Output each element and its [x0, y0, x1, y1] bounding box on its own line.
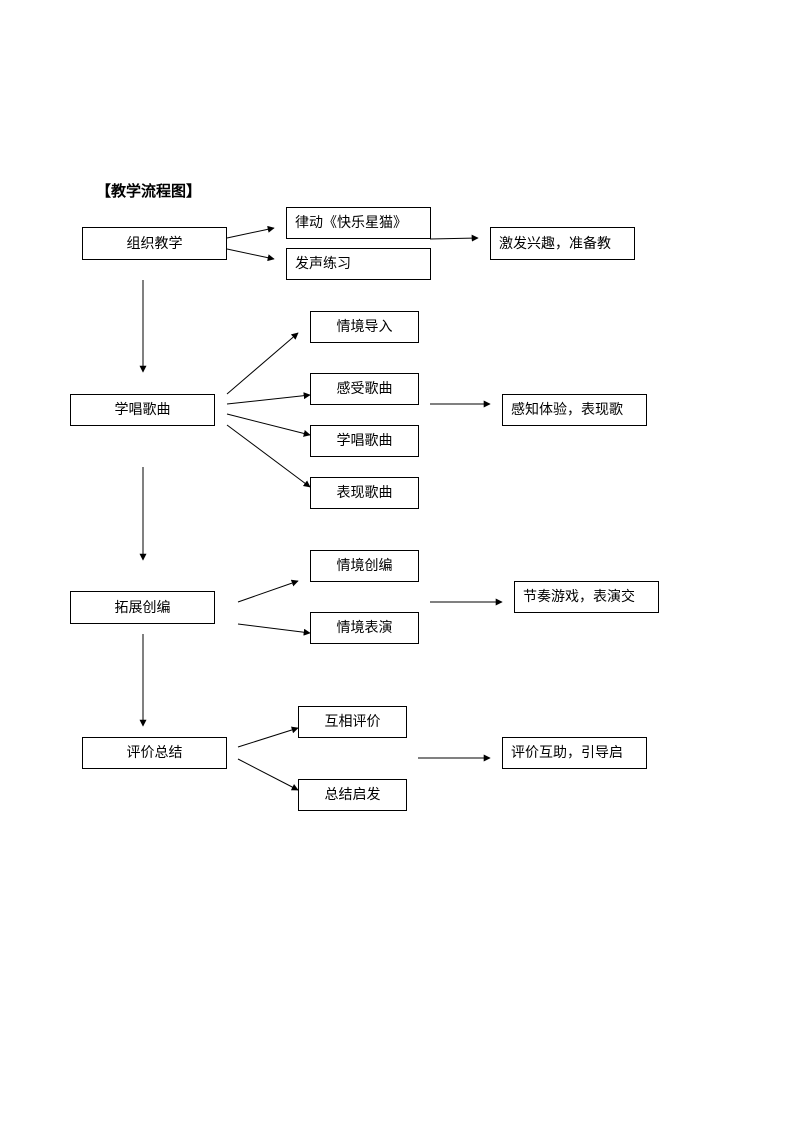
node-goal-rhythm-game: 节奏游戏，表演交: [514, 581, 659, 613]
node-goal-interest: 激发兴趣，准备教: [490, 227, 635, 260]
node-label: 律动《快乐星猫》: [295, 215, 407, 231]
node-evaluate-summary: 评价总结: [82, 737, 227, 769]
edge-main2-sub2b: [226, 392, 311, 405]
edge-sub1-goal1: [429, 234, 479, 242]
edge-main2-sub2c: [226, 413, 311, 437]
node-label: 激发兴趣，准备教: [499, 235, 611, 252]
node-situation-perform: 情境表演: [310, 612, 419, 644]
node-vocal-practice: 发声练习: [286, 248, 431, 280]
node-goal-experience: 感知体验，表现歌: [502, 394, 647, 426]
node-situation-create: 情境创编: [310, 550, 419, 582]
node-label: 感受歌曲: [336, 381, 393, 397]
edge-main3-sub3b: [237, 623, 311, 636]
edge-main3-sub3a: [237, 579, 299, 603]
node-label: 感知体验，表现歌: [511, 402, 623, 418]
node-label: 情境创编: [336, 558, 393, 574]
node-label: 节奏游戏，表演交: [523, 589, 635, 605]
edge-main1-sub1b: [226, 248, 275, 262]
edge-main2-sub2a: [226, 332, 299, 395]
node-goal-evaluate-help: 评价互助，引导启: [502, 737, 647, 769]
edge-main2-sub2d: [226, 424, 311, 488]
node-label: 情境导入: [336, 319, 393, 335]
node-label: 互相评价: [324, 714, 381, 730]
node-label: 评价互助，引导启: [511, 745, 623, 761]
node-label: 拓展创编: [114, 599, 171, 616]
node-label: 组织教学: [126, 235, 183, 252]
node-learn-song: 学唱歌曲: [70, 394, 215, 426]
node-label: 学唱歌曲: [114, 402, 171, 418]
node-label: 表现歌曲: [336, 485, 393, 501]
edge-main1-sub1a: [226, 225, 275, 239]
node-learn-song-sub: 学唱歌曲: [310, 425, 419, 457]
node-organize-teaching: 组织教学: [82, 227, 227, 260]
node-label: 发声练习: [295, 256, 351, 272]
node-label: 总结启发: [324, 787, 381, 803]
node-feel-song: 感受歌曲: [310, 373, 419, 405]
node-label: 情境表演: [336, 620, 393, 636]
node-extend-create: 拓展创编: [70, 591, 215, 624]
node-situation-intro: 情境导入: [310, 311, 419, 343]
node-summary-inspire: 总结启发: [298, 779, 407, 811]
edge-main4-sub4b: [237, 758, 299, 791]
node-mutual-evaluation: 互相评价: [298, 706, 407, 738]
flowchart-title: 【教学流程图】: [96, 182, 202, 200]
node-rhythm-happy-star-cat: 律动《快乐星猫》: [286, 207, 431, 239]
node-label: 评价总结: [126, 745, 183, 761]
edge-main4-sub4a: [237, 726, 299, 748]
node-label: 学唱歌曲: [336, 433, 393, 449]
node-perform-song: 表现歌曲: [310, 477, 419, 509]
